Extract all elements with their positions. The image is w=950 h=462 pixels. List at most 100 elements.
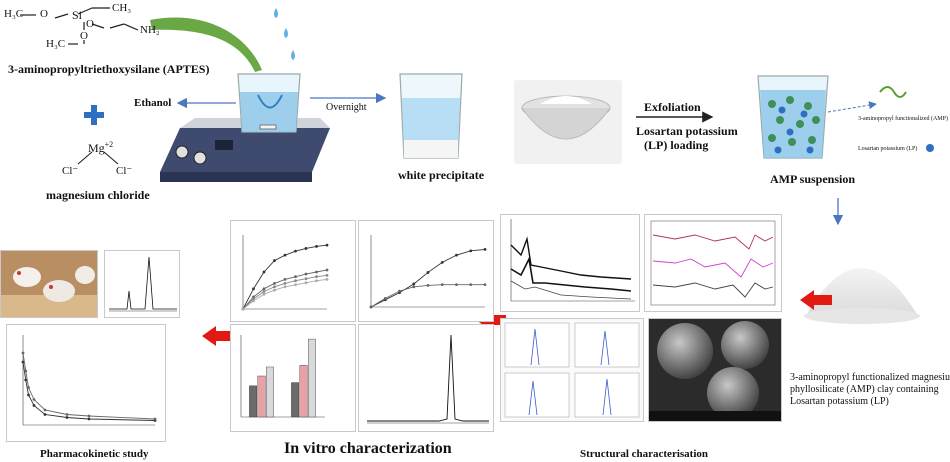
data-point — [427, 271, 430, 274]
data-point — [315, 275, 318, 278]
data-point — [242, 308, 245, 311]
precipitate-beaker — [400, 74, 462, 158]
data-point — [263, 293, 266, 296]
plasma-chromatogram — [105, 251, 179, 317]
data-point — [294, 283, 297, 286]
data-point — [284, 282, 287, 285]
data-point — [263, 287, 266, 290]
amp-legend-pointer — [828, 104, 876, 112]
aptes-atom-o3: O — [80, 30, 88, 42]
aptes-atom-ch3: CH₃ — [112, 2, 131, 14]
sem-panel — [648, 318, 782, 422]
series-line-lp — [23, 362, 155, 421]
data-point — [33, 404, 36, 407]
reaction-beaker — [238, 74, 300, 132]
data-point — [412, 283, 415, 286]
water-drops — [274, 8, 295, 60]
data-point — [305, 281, 308, 284]
lp-loading-label-2: (LP) loading — [644, 138, 708, 153]
legend-lp-label: Losartan potassium (LP) — [858, 146, 917, 152]
zeta-panel — [500, 318, 644, 422]
bar-lp-1 — [258, 376, 265, 417]
data-point — [27, 386, 30, 389]
data-point — [469, 283, 472, 286]
aptes-atom-si: Si — [72, 8, 82, 23]
lp-glyph — [926, 144, 934, 152]
series-line-lpc-1 — [243, 270, 327, 309]
data-point — [44, 409, 47, 412]
plus-icon — [84, 105, 104, 125]
powder-bowl — [514, 80, 622, 164]
data-point — [484, 248, 487, 251]
release-curve-2 — [359, 221, 493, 321]
data-point — [315, 245, 318, 248]
release-bars-panel — [230, 324, 356, 432]
in-vitro-title: In vitro characterization — [284, 440, 452, 458]
bar-lpc-3-0 — [291, 383, 298, 417]
data-point — [284, 285, 287, 288]
data-point — [33, 398, 36, 401]
ethanol-label: Ethanol — [134, 97, 171, 109]
series-line-lpc-3 — [23, 353, 155, 419]
data-point — [315, 279, 318, 282]
data-point — [252, 287, 255, 290]
ftir-panel — [644, 214, 782, 312]
release-bars — [231, 325, 355, 431]
mice-illustration — [1, 251, 97, 317]
data-point — [88, 418, 91, 421]
series-line-ph6 — [371, 285, 485, 307]
data-point — [484, 283, 487, 286]
bar-lpc-3-2 — [308, 339, 315, 417]
data-point — [284, 254, 287, 257]
hplc-chromatogram — [359, 325, 493, 431]
data-point — [384, 297, 387, 300]
data-point — [154, 418, 157, 421]
data-point — [294, 275, 297, 278]
pk-plot-panel — [6, 324, 166, 442]
release-curve-1-panel — [230, 220, 356, 322]
aptes-atom-h3c-b: H₃C — [46, 38, 65, 50]
product-line-1: 3-aminopropyl functionalized magnesium — [790, 372, 950, 383]
mgcl-cl-left: Cl⁻ — [62, 164, 78, 177]
data-point — [326, 244, 329, 247]
aptes-atom-nh2: NH₂ — [140, 24, 160, 36]
data-point — [252, 300, 255, 303]
ftir-plot — [645, 215, 781, 311]
data-point — [273, 285, 276, 288]
data-point — [273, 259, 276, 262]
lp-loading-label-1: Losartan potassium — [636, 124, 738, 139]
series-line-ph1 — [371, 249, 485, 307]
amp-beaker — [758, 76, 828, 158]
overnight-label: Overnight — [326, 102, 367, 113]
aptes-atom-o1: O — [40, 8, 48, 20]
bar-lpc-3-1 — [300, 365, 307, 417]
bar-lp-2 — [266, 367, 273, 417]
pharmacokinetic-plot — [7, 325, 165, 441]
data-point — [294, 250, 297, 253]
data-point — [441, 261, 444, 264]
sem-image — [649, 319, 781, 421]
data-point — [88, 415, 91, 418]
data-point — [441, 283, 444, 286]
product-line-3: Losartan potassium (LP) — [790, 396, 889, 407]
xrd-plot — [501, 215, 639, 311]
data-point — [326, 274, 329, 277]
mice-photo — [0, 250, 98, 318]
white-precipitate-label: white precipitate — [398, 168, 484, 183]
data-point — [263, 290, 266, 293]
data-point — [66, 413, 69, 416]
data-point — [412, 285, 415, 288]
pk-title: Pharmacokinetic study — [40, 448, 148, 460]
data-point — [305, 273, 308, 276]
data-point — [294, 279, 297, 282]
release-curve-2-panel — [358, 220, 494, 322]
exfoliation-label: Exfoliation — [644, 100, 701, 115]
product-line-2: phyllosilicate (AMP) clay containing — [790, 384, 939, 395]
data-point — [455, 283, 458, 286]
amp-suspension-label: AMP suspension — [770, 172, 855, 187]
hplc-panel — [358, 324, 494, 432]
legend-amp-label: 3-aminopropyl functionalized (AMP) — [858, 116, 948, 122]
data-point — [455, 254, 458, 257]
data-point — [27, 394, 30, 397]
